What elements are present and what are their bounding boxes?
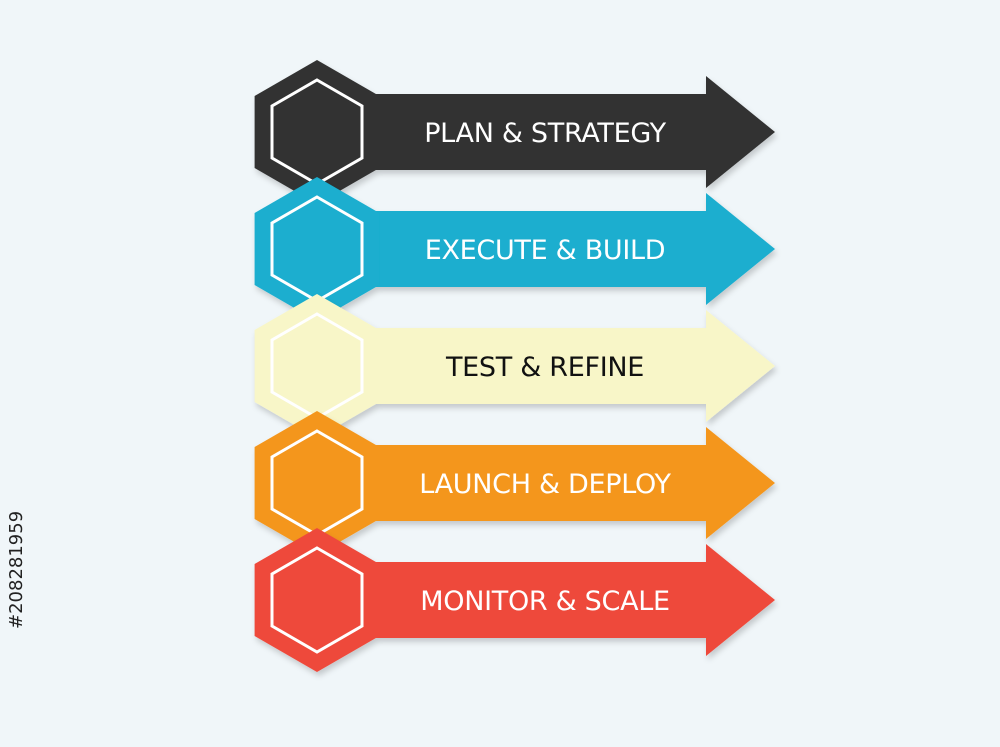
stock-id-label: #208281959 xyxy=(6,510,27,630)
hexagon-monitor xyxy=(254,528,380,672)
arrow-launch xyxy=(317,427,775,539)
arrow-execute xyxy=(317,193,775,305)
hexagon-plan xyxy=(254,60,380,204)
step-label-plan: PLAN & STRATEGY xyxy=(424,118,666,149)
step-launch xyxy=(254,411,775,555)
step-plan xyxy=(254,60,775,204)
hexagon-launch xyxy=(254,411,380,555)
step-label-monitor: MONITOR & SCALE xyxy=(420,586,670,617)
step-label-launch: LAUNCH & DEPLOY xyxy=(419,469,671,500)
step-monitor xyxy=(254,528,775,672)
step-label-test: TEST & REFINE xyxy=(445,352,644,383)
arrow-plan xyxy=(317,76,775,188)
hexagon-execute xyxy=(254,177,380,321)
step-execute xyxy=(254,177,775,321)
step-label-execute: EXECUTE & BUILD xyxy=(425,235,666,266)
arrow-monitor xyxy=(317,544,775,656)
hexagon-outline-monitor xyxy=(270,546,364,654)
hexagon-test xyxy=(254,294,380,438)
arrow-test xyxy=(317,310,775,422)
